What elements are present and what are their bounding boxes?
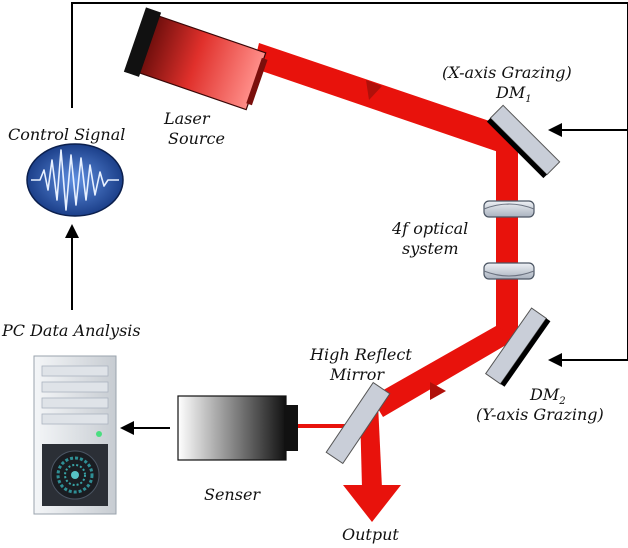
output-arrow-icon <box>343 485 401 522</box>
control-signal-icon <box>26 143 124 217</box>
dm2-label: DM2 <box>530 386 566 407</box>
beam-direction-arrow-1-icon <box>366 80 382 100</box>
optical-system-label-line1: 4f optical <box>392 219 469 238</box>
beam-direction-arrow-2-icon <box>430 382 446 400</box>
beam-segment-source-to-dm1 <box>253 43 522 156</box>
dm1-label-main: DM <box>496 83 526 102</box>
feedback-wires <box>71 2 628 429</box>
dm1-label-sub: 1 <box>525 94 532 106</box>
dm2-mirror <box>484 307 551 387</box>
laser-source-label-line1: Laser <box>164 109 210 128</box>
dm2-label-axis: (Y-axis Grazing) <box>476 405 604 424</box>
sensor <box>177 395 298 461</box>
beam-segment-dm1-to-dm2 <box>496 144 518 340</box>
pc-data-analysis-label: PC Data Analysis <box>2 321 141 340</box>
control-signal-label: Control Signal <box>8 125 126 144</box>
laser-beam <box>253 43 522 522</box>
output-label: Output <box>342 525 399 544</box>
arrow-to-control-icon <box>65 224 79 238</box>
optical-system-label-line2: system <box>402 239 459 258</box>
laser-source <box>123 7 268 111</box>
laser-source-label-line2: Source <box>168 129 225 148</box>
arrow-to-dm1-icon <box>548 123 562 137</box>
dm2-label-main: DM <box>530 385 560 404</box>
high-reflect-mirror-label-line1: High Reflect <box>310 345 412 364</box>
senser-label: Senser <box>204 485 261 504</box>
optical-lens-2 <box>483 262 535 280</box>
high-reflect-mirror <box>325 381 391 465</box>
high-reflect-mirror-label-line2: Mirror <box>330 365 385 384</box>
dm2-label-sub: 2 <box>559 396 566 408</box>
beam-segment-dm2-to-hrm <box>371 326 518 417</box>
arrow-to-pc-icon <box>120 421 134 435</box>
optical-lens-1 <box>483 200 535 218</box>
pc-fan-icon <box>50 450 100 500</box>
arrow-to-dm2-icon <box>548 353 562 367</box>
wire-control-to-top <box>71 2 628 360</box>
dm1-mirror <box>486 104 561 179</box>
wire-arrows <box>65 123 562 435</box>
beam-segment-to-sensor <box>298 424 348 428</box>
pc-tower <box>33 355 117 515</box>
dm1-label-axis: (X-axis Grazing) <box>442 63 572 82</box>
dm1-label: DM1 <box>496 84 532 105</box>
